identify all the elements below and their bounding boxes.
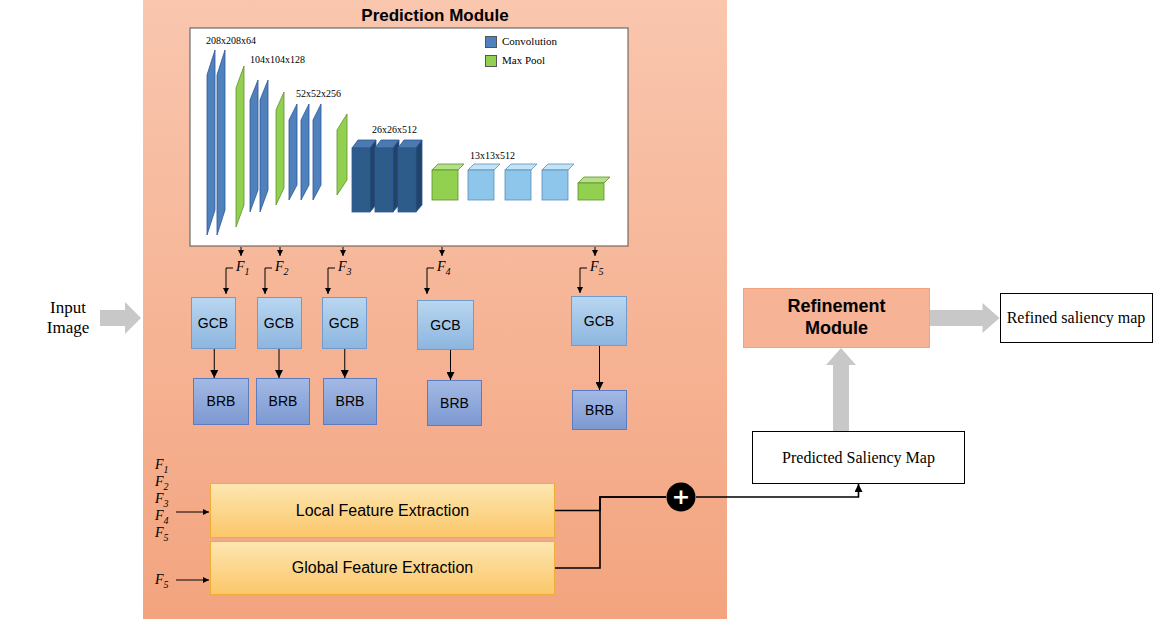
feature-index: 1: [164, 464, 169, 475]
legend-text: Max Pool: [502, 54, 545, 66]
node-text: GCB: [198, 315, 228, 332]
brb-box: BRB: [427, 380, 482, 426]
legend-swatch: [485, 36, 497, 48]
dimension-label: 208x208x64: [206, 35, 256, 46]
brb-box: BRB: [572, 390, 627, 430]
brb-box: BRB: [323, 378, 377, 425]
input-arrow: [100, 302, 141, 334]
feature-symbol: F: [590, 259, 599, 274]
node-text: Local Feature Extraction: [296, 501, 469, 520]
feature-symbol: F: [155, 572, 164, 587]
node-text: GCB: [430, 317, 460, 334]
sum-circle: +: [666, 482, 696, 512]
block-arrow: [826, 348, 856, 431]
module-title: Prediction Module: [361, 6, 508, 26]
node-text: +: [672, 486, 690, 508]
flow-arrow: [696, 484, 859, 497]
feature-symbol: F: [155, 508, 164, 523]
node-text: BRB: [269, 393, 298, 410]
flow-arrow: [214, 349, 215, 378]
feature-index: 3: [164, 498, 169, 509]
feature-extraction-box: Global Feature Extraction: [210, 541, 555, 595]
flow-arrow: [344, 349, 345, 378]
feature-index: 4: [164, 515, 169, 526]
node-text: GCB: [584, 313, 614, 330]
gcb-box: GCB: [571, 296, 627, 346]
gcb-box: GCB: [257, 297, 302, 349]
feature-index: 5: [164, 579, 169, 590]
node-text: Global Feature Extraction: [292, 558, 473, 577]
feature-label: F4: [437, 258, 451, 280]
node-text: Predicted Saliency Map: [782, 448, 935, 467]
gcb-box: GCB: [417, 300, 474, 350]
feature-symbol: F: [437, 259, 446, 274]
node-text: BRB: [585, 402, 614, 419]
feature-label: F5: [155, 571, 169, 593]
feature-label: F5: [590, 258, 604, 280]
feature-symbol: F: [275, 259, 284, 274]
feature-symbol: F: [155, 525, 164, 540]
feature-label: F5: [155, 524, 169, 546]
feature-symbol: F: [155, 474, 164, 489]
feature-index: 2: [284, 266, 289, 277]
feature-index: 2: [164, 481, 169, 492]
node-text: GCB: [329, 315, 359, 332]
feature-taps: [176, 247, 595, 580]
flow-arrow: [279, 349, 280, 378]
node-text: Refinement Module: [782, 296, 892, 339]
refinement-module-box: Refinement Module: [743, 288, 930, 348]
brb-box: BRB: [193, 378, 249, 425]
output-box: Refined saliency map: [1000, 293, 1153, 343]
feature-symbol: F: [338, 259, 347, 274]
dimension-label: 13x13x512: [470, 150, 515, 161]
vgg-layers: [207, 50, 610, 235]
node-text: Refined saliency map: [1007, 308, 1146, 327]
flow-arrow: [599, 346, 600, 390]
block-arrow: [930, 303, 1000, 333]
gcb-box: GCB: [322, 297, 367, 349]
backbone-frame: [190, 28, 628, 246]
feature-symbol: F: [155, 491, 164, 506]
feature-index: 1: [245, 266, 250, 277]
input-label: Input Image: [40, 298, 96, 338]
feature-symbol: F: [155, 457, 164, 472]
flow-arrow: [450, 350, 451, 380]
node-text: BRB: [440, 395, 469, 412]
legend-swatch: [485, 55, 497, 67]
node-text: GCB: [264, 315, 294, 332]
dimension-label: 104x104x128: [250, 54, 305, 65]
legend-text: Convolution: [502, 35, 557, 47]
node-text: BRB: [207, 393, 236, 410]
feature-index: 4: [446, 266, 451, 277]
sum-circle-fill: [667, 483, 696, 512]
merge-line: [555, 497, 666, 511]
brb-box: BRB: [256, 378, 310, 425]
dimension-label: 26x26x512: [372, 124, 417, 135]
feature-index: 5: [164, 532, 169, 543]
feature-label: F1: [236, 258, 250, 280]
gcb-box: GCB: [191, 297, 236, 349]
dimension-label: 52x52x256: [296, 88, 341, 99]
feature-label: F2: [275, 258, 289, 280]
merge-line: [555, 497, 666, 568]
feature-label: F3: [338, 258, 352, 280]
feature-index: 3: [347, 266, 352, 277]
feature-extraction-box: Local Feature Extraction: [210, 483, 555, 538]
node-text: BRB: [336, 393, 365, 410]
feature-index: 5: [599, 266, 604, 277]
prediction-output-box: Predicted Saliency Map: [752, 431, 965, 484]
feature-symbol: F: [236, 259, 245, 274]
